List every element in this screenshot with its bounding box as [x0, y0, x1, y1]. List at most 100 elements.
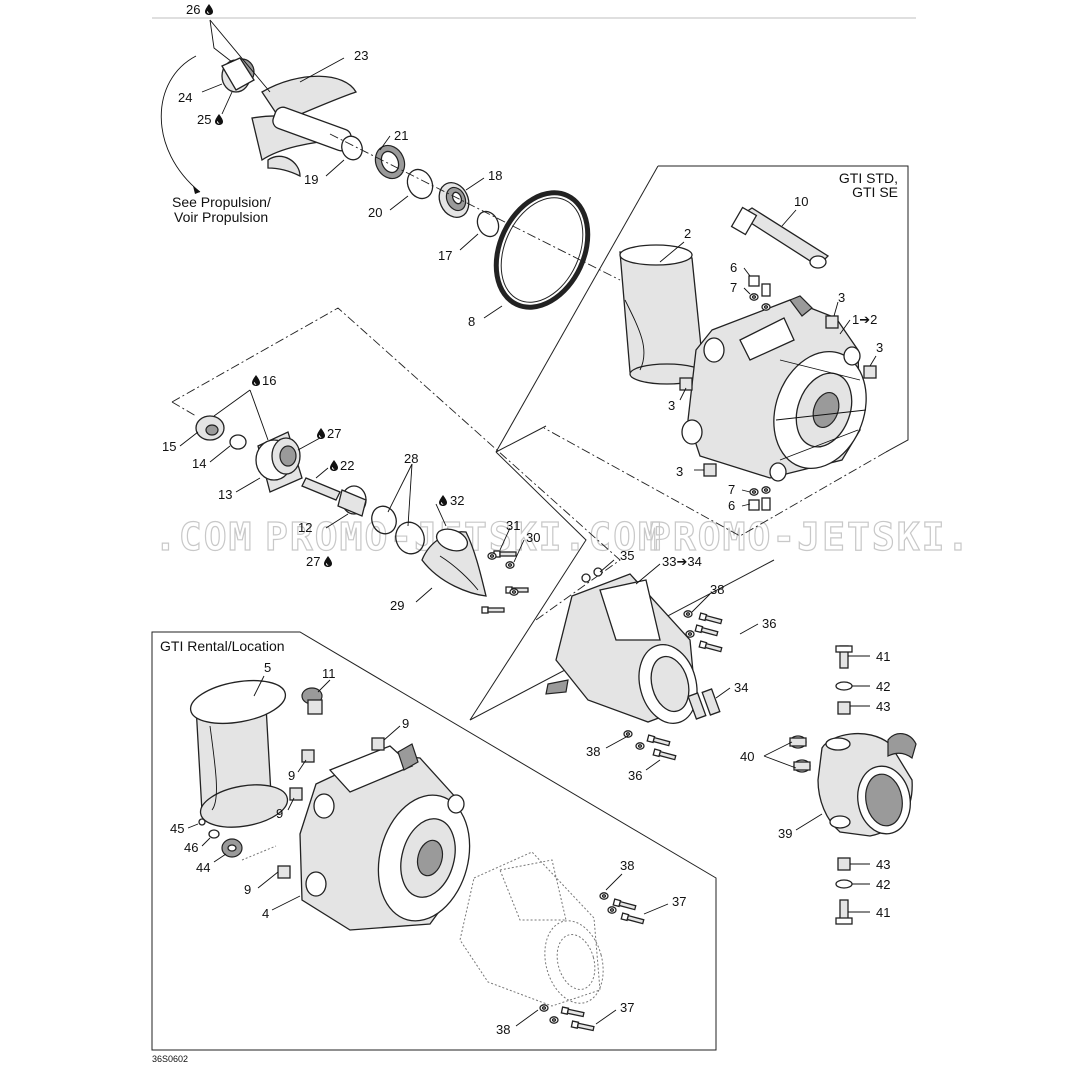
frame-gti-rental: [151, 631, 717, 1051]
watermark: .COM PROMO-JETSKI.COM PROMO-JETSKI.: [153, 514, 971, 559]
pump-housing-rental: [299, 743, 471, 931]
plug-9c: [289, 787, 303, 801]
callout-43a: 43: [876, 699, 890, 714]
bolt-36a: [698, 640, 723, 654]
hardware-bottom: [835, 857, 853, 925]
note-see-propulsion: See Propulsion/: [172, 194, 271, 210]
callout-9d: 9: [244, 882, 251, 897]
frame-title-gti-std: GTI STD,: [839, 170, 898, 186]
callout-36a: 36: [762, 616, 776, 631]
drawing-code: 36S0602: [152, 1054, 188, 1064]
drain-plug-11: [301, 687, 323, 715]
venturi-rental-ghost: [459, 851, 604, 1007]
plug-3c: [679, 377, 693, 391]
callout-14: 14: [192, 456, 206, 471]
pump-housing-std: [681, 295, 867, 482]
bearing-13: [255, 431, 303, 493]
callout-26: 26: [186, 2, 200, 17]
oil-drop-icon: [329, 459, 339, 472]
callout-8: 8: [468, 314, 475, 329]
callout-42b: 42: [876, 877, 890, 892]
callout-2: 2: [684, 226, 691, 241]
callout-15: 15: [162, 439, 176, 454]
callout-35: 35: [620, 548, 634, 563]
plug-9d: [277, 865, 291, 879]
callout-6a: 6: [730, 260, 737, 275]
dash-boundary-b: [543, 427, 887, 537]
callout-16: 16: [262, 373, 276, 388]
plug-9b: [301, 749, 315, 763]
callout-21: 21: [394, 128, 408, 143]
bolt-36b: [652, 748, 677, 762]
support-bar: [730, 206, 830, 269]
oil-drop-icon: [438, 494, 448, 507]
washer-7a: [749, 293, 759, 301]
frame-title-gti-se: GTI SE: [852, 184, 898, 200]
callout-37a: 37: [672, 894, 686, 909]
plug-3d: [703, 463, 717, 477]
venturi-std: [545, 573, 698, 724]
seal: [374, 144, 406, 180]
nut-6a: [748, 275, 760, 287]
callout-38d: 38: [496, 1022, 510, 1037]
callout-7a: 7: [730, 280, 737, 295]
callout-3d: 3: [676, 464, 683, 479]
oil-drop-icon: [204, 3, 214, 16]
callout-10: 10: [794, 194, 808, 209]
o-ring-28b: [395, 521, 425, 555]
wear-ring-rental: [189, 679, 289, 828]
callout-23: 23: [354, 48, 368, 63]
o-ring-14: [229, 434, 247, 450]
screw-31c: [481, 606, 505, 614]
callout-13: 13: [218, 487, 232, 502]
callout-34: 34: [734, 680, 748, 695]
drive-shaft-12: [301, 477, 367, 517]
bolt-37a: [620, 912, 645, 926]
callout-labels: 26 23 24 25 21 19 18 20 17 8 2 10 6 7 3 …: [162, 2, 890, 1037]
callout-18: 18: [488, 168, 502, 183]
callout-32: 32: [450, 493, 464, 508]
watermark-right: PROMO-JETSKI.: [648, 515, 971, 559]
callout-33-34: 33➔34: [662, 554, 702, 569]
screw-31a: [493, 550, 517, 558]
callout-1-2: 1➔2: [852, 312, 877, 327]
callout-31: 31: [506, 518, 520, 533]
steering-nozzle: [817, 732, 917, 837]
callout-46: 46: [184, 840, 198, 855]
plug-9a: [371, 737, 385, 751]
dash-boundary-a: [171, 307, 621, 621]
callout-4: 4: [262, 906, 269, 921]
plug-3b: [863, 365, 877, 379]
callout-38c: 38: [620, 858, 634, 873]
callout-43b: 43: [876, 857, 890, 872]
o-ring-17: [476, 210, 500, 238]
wear-ring-std: [619, 244, 705, 385]
callout-41a: 41: [876, 649, 890, 664]
callout-5: 5: [264, 660, 271, 675]
callout-11: 11: [322, 666, 336, 681]
callout-42a: 42: [876, 679, 890, 694]
bearing-18: [438, 181, 470, 219]
impeller-cap: [221, 57, 255, 93]
callout-3c: 3: [668, 398, 675, 413]
oil-drop-icon: [214, 113, 224, 126]
callout-30: 30: [526, 530, 540, 545]
callout-12: 12: [298, 520, 312, 535]
watermark-left: .COM: [154, 515, 254, 559]
frame-title-gti-rental: GTI Rental/Location: [160, 638, 285, 654]
callout-19: 19: [304, 172, 318, 187]
callout-25: 25: [197, 112, 211, 127]
callout-7b: 7: [728, 482, 735, 497]
callout-27b: 27: [306, 554, 320, 569]
callout-40: 40: [740, 749, 754, 764]
callout-38b: 38: [586, 744, 600, 759]
pins-34: [687, 688, 721, 720]
callout-44: 44: [196, 860, 210, 875]
fitting-44-46: [198, 818, 243, 858]
callout-41b: 41: [876, 905, 890, 920]
leader-lines: [179, 19, 877, 1027]
callout-24: 24: [178, 90, 192, 105]
note-arrow: [160, 55, 201, 193]
callout-27a: 27: [327, 426, 341, 441]
